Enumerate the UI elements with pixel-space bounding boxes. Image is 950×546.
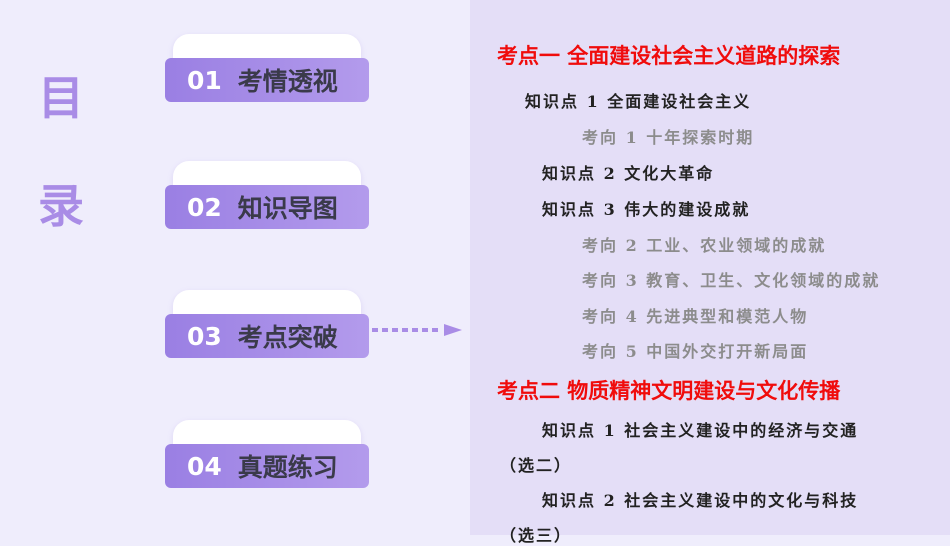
button-number: 04 — [187, 451, 222, 481]
button-label: 考点突破 — [237, 323, 338, 352]
button-label: 考情透视 — [237, 67, 338, 96]
button-number: 02 — [187, 192, 222, 222]
outline-item: 考向 1 十年探索时期 — [582, 128, 755, 147]
outline-item: 知识点 2 文化大革命 — [542, 164, 715, 183]
title-char: 录 — [38, 179, 84, 233]
nav-button-3[interactable]: 03 考点突破 — [165, 290, 369, 370]
outline-item: 知识点 1 全面建设社会主义 — [525, 92, 752, 111]
nav-button-2[interactable]: 02 知识导图 — [165, 161, 369, 241]
nav-button-1[interactable]: 01 考情透视 — [165, 34, 369, 114]
button-label: 知识导图 — [237, 194, 338, 223]
outline-panel: 考点一 全面建设社会主义道路的探索 知识点 1 全面建设社会主义 考向 1 十年… — [470, 0, 950, 545]
outline-item: 知识点 3 伟大的建设成就 — [542, 200, 751, 219]
button-label: 真题练习 — [237, 453, 338, 482]
dotted-arrow-icon — [372, 324, 462, 336]
outline-item: 知识点 2 社会主义建设中的文化与科技 — [542, 491, 859, 510]
button-number: 01 — [187, 65, 222, 95]
button-number: 03 — [187, 321, 222, 351]
outline-item: （选三） — [500, 526, 573, 545]
outline-heading: 考点二 物质精神文明建设与文化传播 — [497, 379, 841, 403]
outline-item: 考向 2 工业、农业领域的成就 — [582, 236, 827, 255]
outline-item: 考向 5 中国外交打开新局面 — [582, 342, 809, 361]
outline-heading: 考点一 全面建设社会主义道路的探索 — [497, 44, 841, 68]
outline-item: 考向 3 教育、卫生、文化领域的成就 — [582, 271, 881, 290]
outline-item: 考向 4 先进典型和模范人物 — [582, 307, 809, 326]
nav-button-4[interactable]: 04 真题练习 — [165, 420, 369, 500]
title-char: 目 — [38, 71, 84, 125]
outline-item: 知识点 1 社会主义建设中的经济与交通 — [542, 421, 859, 440]
outline-item: （选二） — [500, 456, 573, 475]
